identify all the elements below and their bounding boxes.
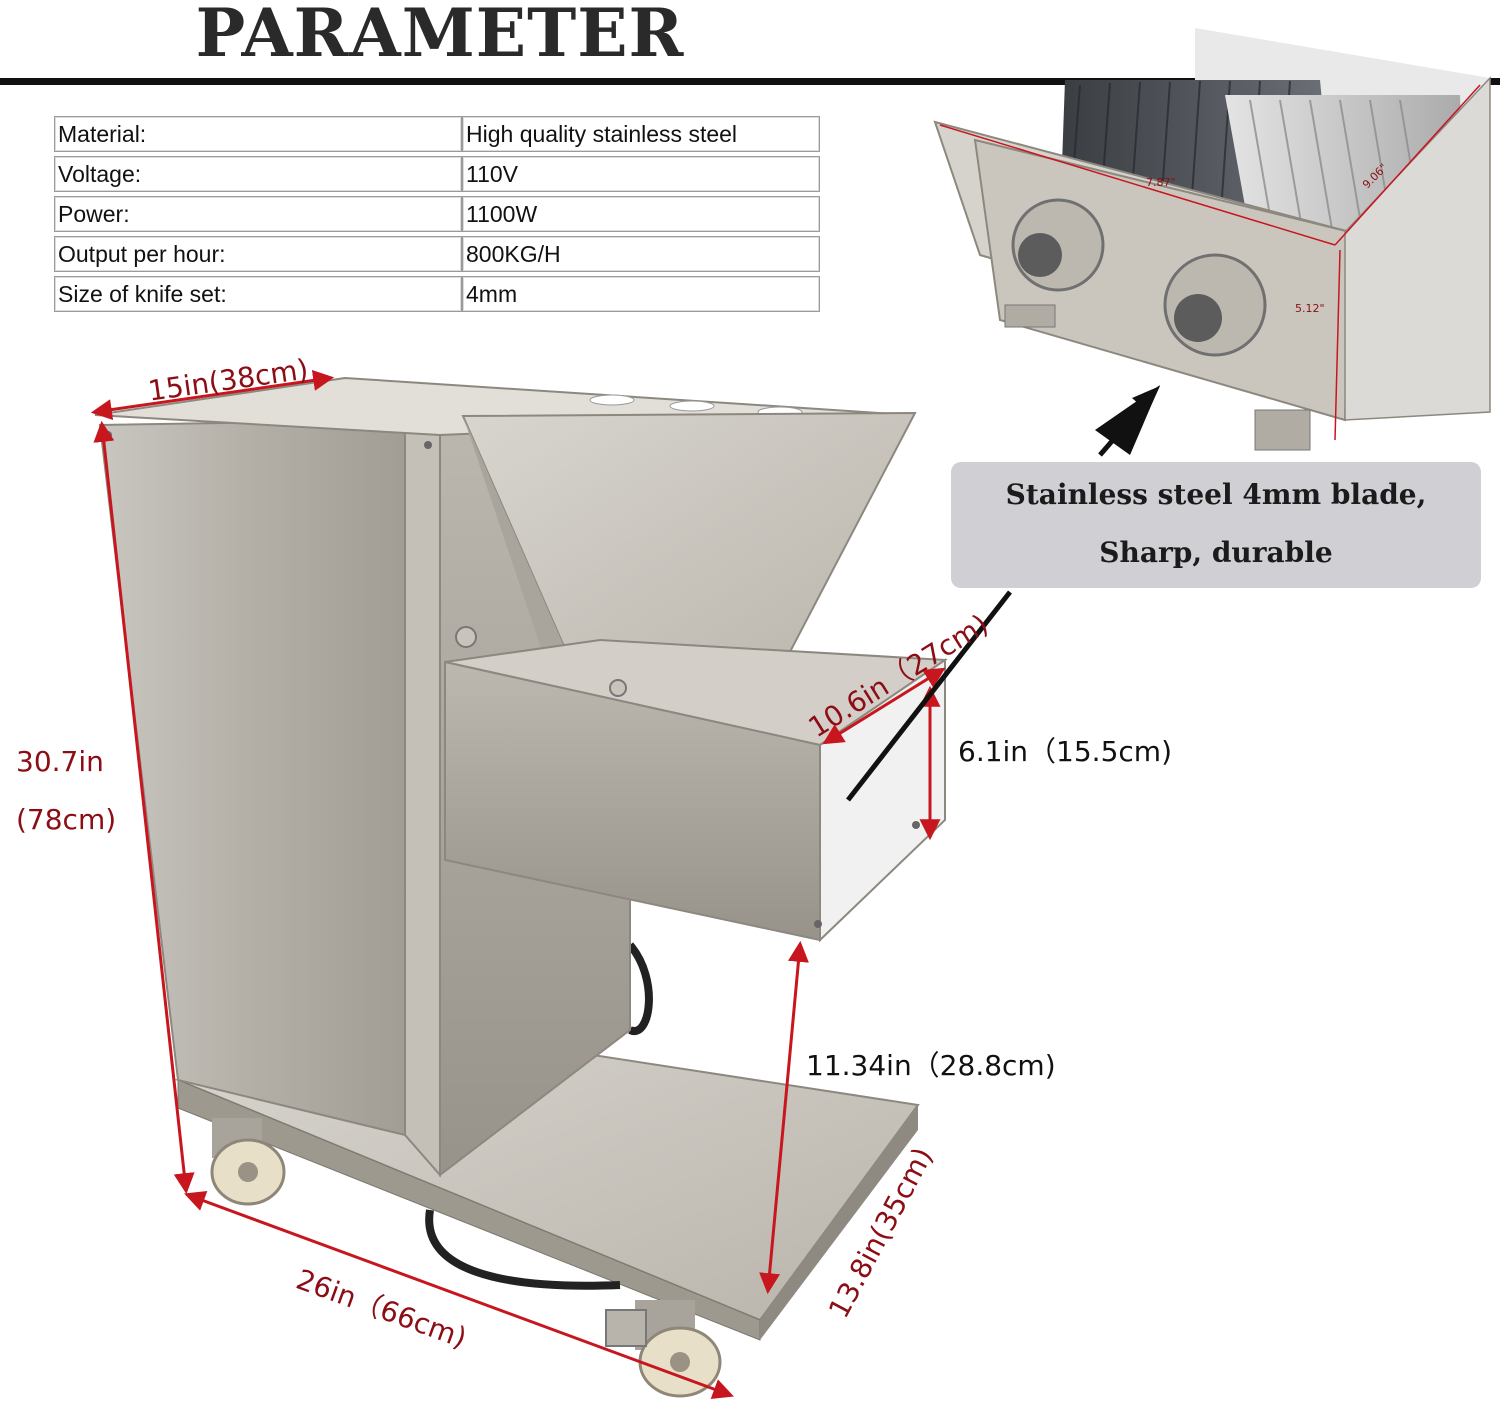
spec-value: High quality stainless steel	[462, 116, 820, 152]
title-rule	[0, 78, 1500, 85]
caster-wheel	[210, 1118, 286, 1206]
dim-line-base-length	[184, 1190, 734, 1400]
table-row: Size of knife set: 4mm	[54, 276, 820, 312]
spec-label: Output per hour:	[54, 236, 462, 272]
spec-table: Material: High quality stainless steel V…	[54, 112, 820, 316]
dim-height-cm: (78cm)	[16, 803, 117, 836]
dim-blade-width: 7.87"	[1146, 176, 1176, 189]
table-row: Material: High quality stainless steel	[54, 116, 820, 152]
blade-callout: Stainless steel 4mm blade, Sharp, durabl…	[951, 462, 1481, 588]
callout-line-2: Sharp, durable	[1099, 536, 1333, 569]
spec-label: Voltage:	[54, 156, 462, 192]
table-row: Voltage: 110V	[54, 156, 820, 192]
dim-blade-height: 5.12"	[1295, 302, 1325, 315]
spec-value: 4mm	[462, 276, 820, 312]
dim-head-height: 6.1in（15.5cm)	[958, 735, 1172, 768]
dim-clearance: 11.34in（28.8cm)	[806, 1049, 1056, 1082]
dim-line-top-width	[90, 370, 335, 420]
spec-value: 800KG/H	[462, 236, 820, 272]
spec-label: Material:	[54, 116, 462, 152]
table-row: Output per hour: 800KG/H	[54, 236, 820, 272]
dim-line-height	[93, 420, 195, 1195]
page-title: PARAMETER	[195, 0, 685, 72]
spec-label: Power:	[54, 196, 462, 232]
spec-value: 1100W	[462, 196, 820, 232]
spec-value: 110V	[462, 156, 820, 192]
dim-line-head-depth	[822, 667, 946, 745]
spec-label: Size of knife set:	[54, 276, 462, 312]
dim-height-in: 30.7in	[16, 745, 104, 778]
callout-line-1: Stainless steel 4mm blade,	[1005, 478, 1427, 511]
table-row: Power: 1100W	[54, 196, 820, 232]
blade-set-photo	[933, 28, 1491, 451]
dim-line-clearance	[759, 940, 809, 1295]
